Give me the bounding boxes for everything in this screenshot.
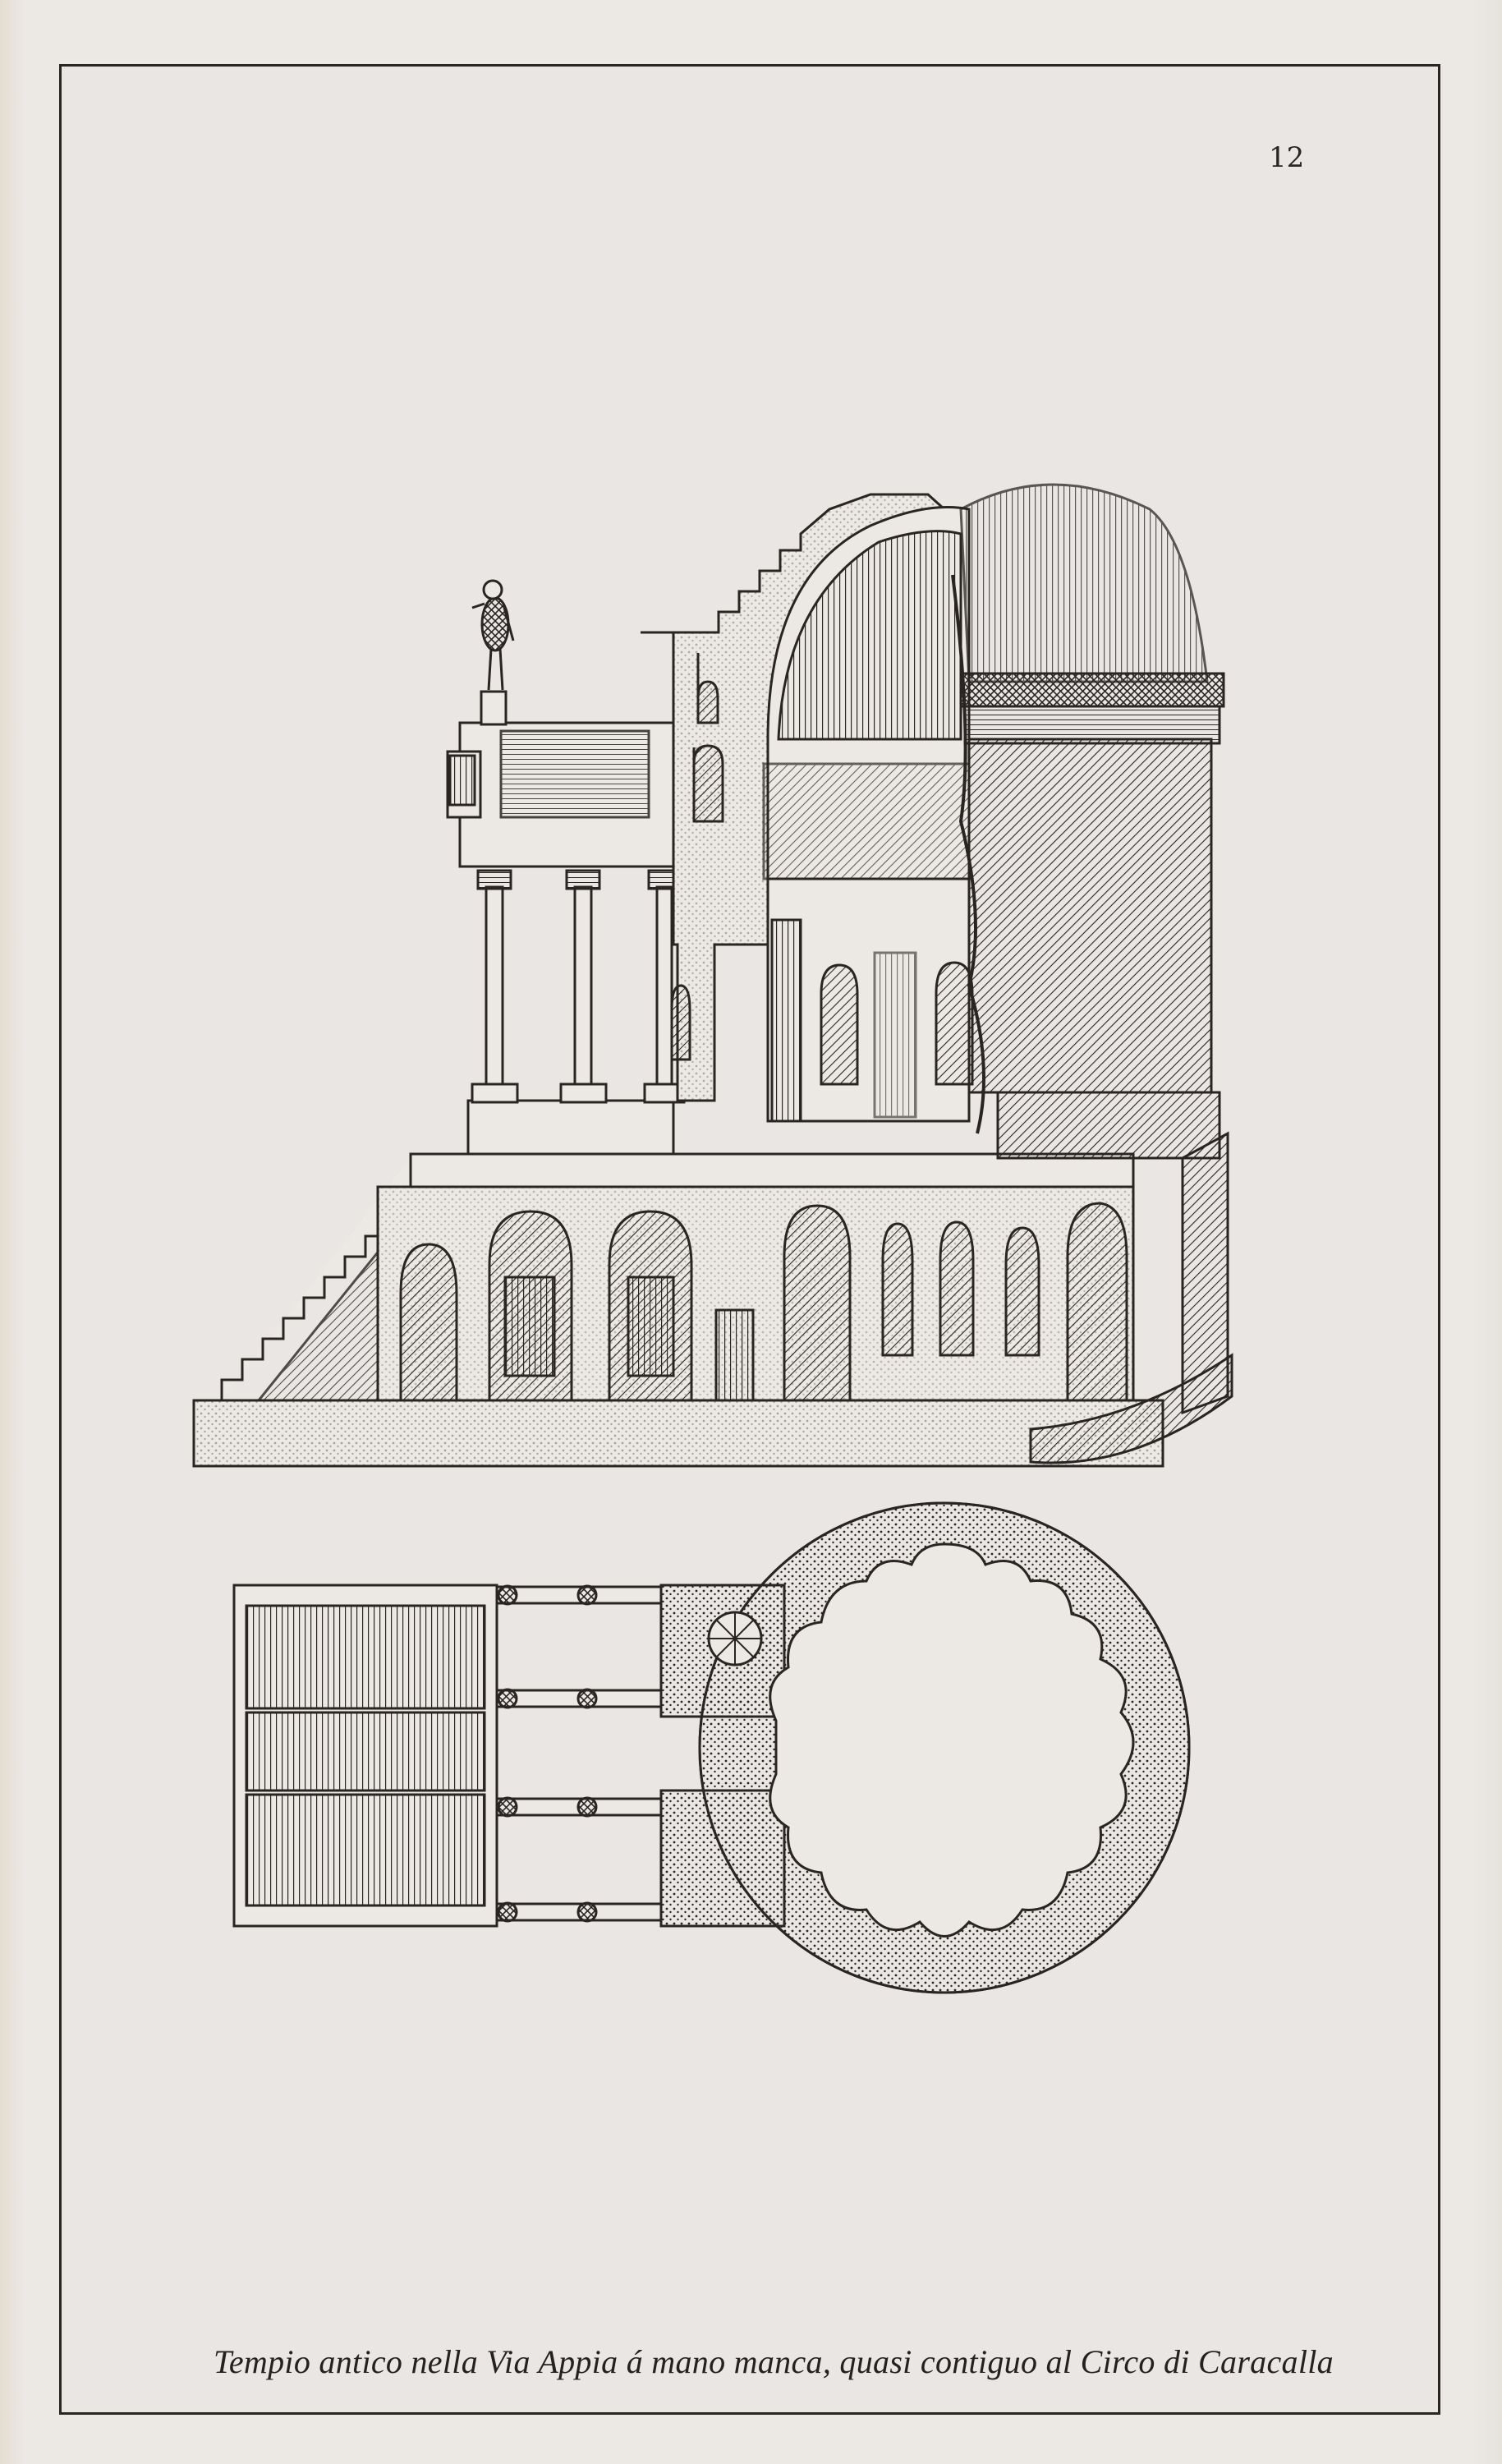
plate-number: 12 <box>1269 141 1305 174</box>
plate-caption: Tempio antico nella Via Appia á mano man… <box>214 2343 1334 2380</box>
section-drawing <box>192 483 1233 1468</box>
floor-plan <box>232 1501 1191 1994</box>
rooftop-statue <box>471 579 515 726</box>
portico-columns <box>471 869 686 1104</box>
